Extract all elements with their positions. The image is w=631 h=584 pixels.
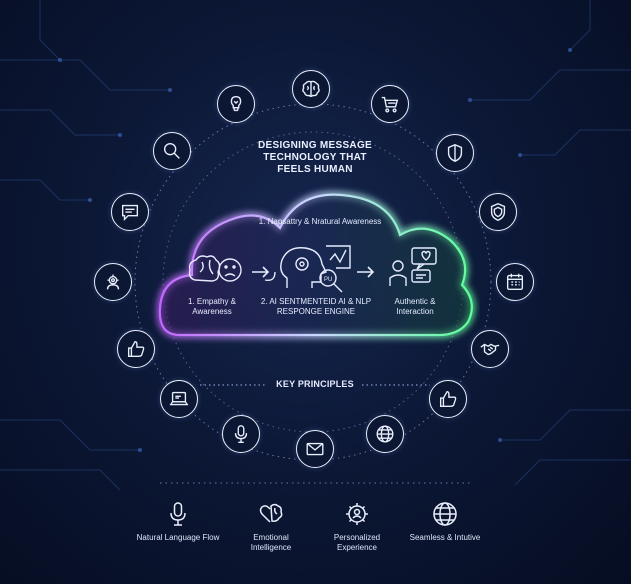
cloud-panel: PU 1. Napsattry & Nratural Awareness 1. … (150, 180, 480, 345)
magnifier-icon (153, 132, 191, 170)
thumbs-up-icon (429, 380, 467, 418)
principle-label: Seamless & Intutive (409, 533, 481, 542)
globe-icon (433, 502, 457, 526)
calendar-icon (496, 263, 534, 301)
shield-icon (436, 134, 474, 172)
cloud-shape: PU (156, 191, 475, 339)
brain-icon (292, 70, 330, 108)
step-1-label: 1. Empathy & Awareness (187, 297, 237, 316)
people-chat-icon (389, 247, 437, 286)
shield-check-icon (479, 193, 517, 231)
thumbs-up-icon (117, 330, 155, 368)
face-gears-icon (94, 263, 132, 301)
search-badge-text: PU (324, 277, 332, 283)
principle-label: Personalized Experience (333, 533, 381, 552)
brain-sad-face-icon (188, 255, 242, 282)
principle-personalized-experience: Personalized Experience (322, 500, 392, 553)
laptop-icon (160, 380, 198, 418)
microphone-icon (222, 415, 260, 453)
mail-icon (296, 430, 334, 468)
step-3-label: Authentic & Interaction (394, 297, 436, 316)
principle-natural-language: Natural Language Flow (128, 500, 228, 543)
microphone-icon (170, 502, 186, 526)
handshake-icon (471, 330, 509, 368)
principle-label: Natural Language Flow (136, 533, 220, 542)
head-gears-search-icon (264, 245, 351, 293)
principle-emotional-intelligence: Emotional Intelligence (238, 500, 304, 553)
principle-label: Emotional Intelligence (250, 533, 292, 552)
diagram-title: DESIGNING MESSAGE TECHNOLOGY THAT FEELS … (257, 140, 372, 175)
cloud-top-label: 1. Napsattry & Nratural Awareness (258, 217, 382, 226)
chat-bubble-icon (111, 193, 149, 231)
step-2-label: 2. AI SENTMENTEID AI & NLP RESPONGE ENGI… (260, 297, 372, 316)
gear-person-icon (346, 503, 368, 525)
key-principles-heading: KEY PRINCIPLES (276, 379, 354, 389)
globe-icon (366, 415, 404, 453)
principle-seamless-intuitive: Seamless & Intutive (400, 500, 490, 543)
lightbulb-head-icon (217, 85, 255, 123)
heart-brain-icon (259, 503, 283, 523)
shopping-cart-icon (371, 85, 409, 123)
